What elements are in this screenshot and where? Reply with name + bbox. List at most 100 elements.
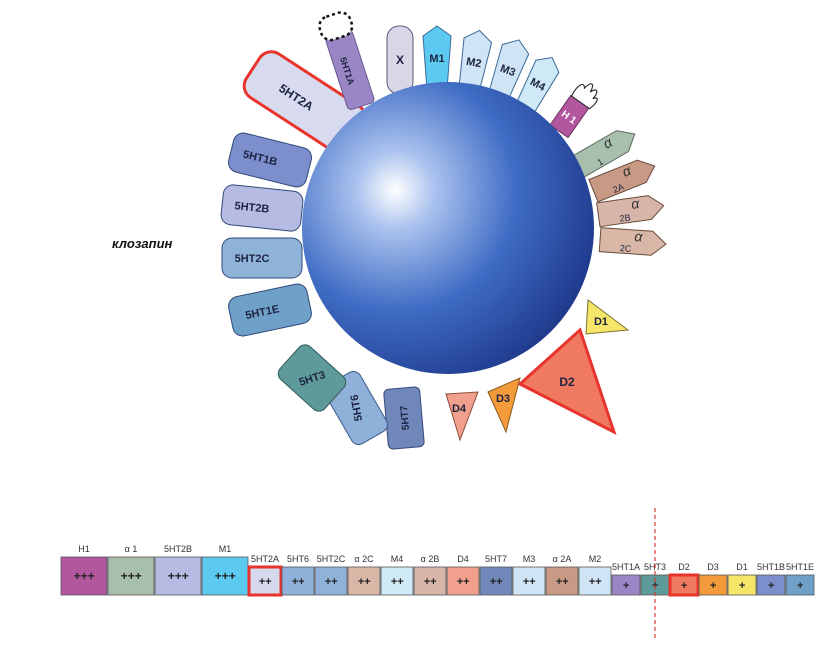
receptor-5ht1a: 5HT1A	[318, 11, 375, 110]
binding-label: 5HT2A	[251, 554, 279, 564]
binding-value: +	[768, 580, 775, 592]
binding-label: 5HT7	[485, 554, 507, 564]
binding-cell: ++ D4	[446, 554, 480, 596]
svg-text:5HT2C: 5HT2C	[235, 253, 270, 265]
binding-cell-box	[479, 566, 513, 596]
binding-cell: +++ α 1	[107, 544, 155, 596]
binding-cell-box	[698, 574, 728, 596]
binding-label: 5HT6	[287, 554, 309, 564]
binding-value: ++	[424, 576, 437, 588]
binding-value: +++	[214, 569, 235, 583]
binding-value: ++	[325, 576, 338, 588]
binding-cell-box	[107, 556, 155, 596]
binding-label: D4	[457, 554, 469, 564]
receptor-h1: H 1	[549, 83, 598, 139]
binding-cell: ++α 2A	[545, 554, 579, 596]
binding-cell: ++ 5HT7	[479, 554, 513, 596]
binding-cell-box	[60, 556, 108, 596]
binding-cell-box	[314, 566, 348, 596]
binding-cell: +++ 5HT2B	[154, 544, 202, 596]
binding-label: D3	[707, 562, 719, 572]
receptor-m1: M1	[422, 25, 452, 91]
binding-label: D2	[678, 562, 690, 572]
svg-text:2C: 2C	[619, 243, 632, 254]
binding-cell: ++ α 2C	[347, 554, 381, 596]
binding-cell-box	[413, 566, 447, 596]
svg-text:X: X	[396, 53, 404, 67]
binding-cell-box	[380, 566, 414, 596]
binding-value: ++	[292, 576, 305, 588]
binding-label: α 2B	[421, 554, 440, 564]
receptor-d1: D1	[585, 299, 630, 335]
binding-label: M3	[523, 554, 536, 564]
receptor-m4: M4	[514, 56, 560, 116]
binding-cell: ++ M3	[512, 554, 546, 596]
binding-value: ++	[589, 576, 602, 588]
binding-value: ++	[358, 576, 371, 588]
hand-icon	[570, 83, 598, 110]
svg-text:D4: D4	[452, 403, 467, 415]
binding-label: 5HT2B	[164, 544, 192, 554]
binding-value: +	[681, 580, 688, 592]
binding-cell: + D2	[668, 562, 700, 597]
receptor-d3: D3	[487, 377, 521, 434]
binding-cell: +5HT1A	[611, 562, 641, 596]
binding-cell-box	[281, 566, 315, 596]
receptor-5ht3: 5HT3	[277, 344, 347, 412]
binding-value: ++	[556, 576, 569, 588]
binding-cell-box	[201, 556, 249, 596]
drug-name-label: клозапин	[112, 236, 173, 251]
receptor-alpha-2c: α 2C	[598, 227, 667, 256]
binding-value: ++	[490, 576, 503, 588]
binding-cell: +++H1	[60, 544, 108, 596]
binding-value: +++	[73, 569, 94, 583]
binding-cell-box	[154, 556, 202, 596]
binding-value: +++	[120, 569, 141, 583]
binding-value: +	[797, 580, 804, 592]
binding-value: +	[710, 580, 717, 592]
binding-value: ++	[457, 576, 470, 588]
svg-text:5HT2B: 5HT2B	[234, 200, 270, 216]
binding-label: M4	[391, 554, 404, 564]
binding-cell: ++5HT2C	[314, 554, 348, 596]
binding-affinity-table: +++H1+++α 1+++5HT2B+++M1++5HT2A++5HT6++5…	[60, 544, 815, 597]
svg-text:D3: D3	[496, 393, 510, 405]
binding-label: α 1	[125, 544, 138, 554]
binding-cell-box	[347, 566, 381, 596]
binding-cell-box	[545, 566, 579, 596]
binding-cell: + D3	[698, 562, 728, 596]
binding-cell: ++ 5HT6	[281, 554, 315, 596]
binding-cell-box	[611, 574, 641, 596]
svg-text:2A: 2A	[611, 182, 625, 195]
binding-cell-box	[785, 574, 815, 596]
receptor-5ht2c: 5HT2C	[221, 237, 303, 279]
binding-cell: +5HT1B	[756, 562, 786, 596]
binding-cell-box	[668, 573, 700, 597]
receptor-5ht2b: 5HT2B	[220, 184, 304, 232]
binding-label: 5HT1A	[612, 562, 640, 572]
binding-cell-box	[446, 566, 480, 596]
binding-value: ++	[259, 576, 272, 588]
receptor-5ht1e: 5HT1E	[228, 283, 312, 337]
dashed-cap-icon	[318, 11, 354, 42]
binding-value: ++	[523, 576, 536, 588]
binding-cell-box	[247, 565, 283, 597]
binding-label: M1	[219, 544, 232, 554]
binding-value: +++	[167, 569, 188, 583]
receptor-d2: D2	[517, 327, 617, 436]
binding-cell: ++M4	[380, 554, 414, 596]
receptor-d4: D4	[445, 391, 479, 442]
binding-cell: +D1	[727, 562, 757, 596]
binding-value: +	[623, 580, 630, 592]
binding-cell-box	[727, 574, 757, 596]
binding-label: α 2C	[354, 554, 374, 564]
binding-cell-box	[756, 574, 786, 596]
receptor-alpha-2b: α 2B	[596, 195, 665, 228]
receptor-5ht2a: 5HT2A	[242, 50, 368, 154]
binding-label: M2	[589, 554, 602, 564]
svg-text:M2: M2	[465, 56, 482, 70]
svg-text:α: α	[630, 195, 641, 212]
binding-cell-box	[512, 566, 546, 596]
svg-text:5HT7: 5HT7	[399, 405, 412, 431]
